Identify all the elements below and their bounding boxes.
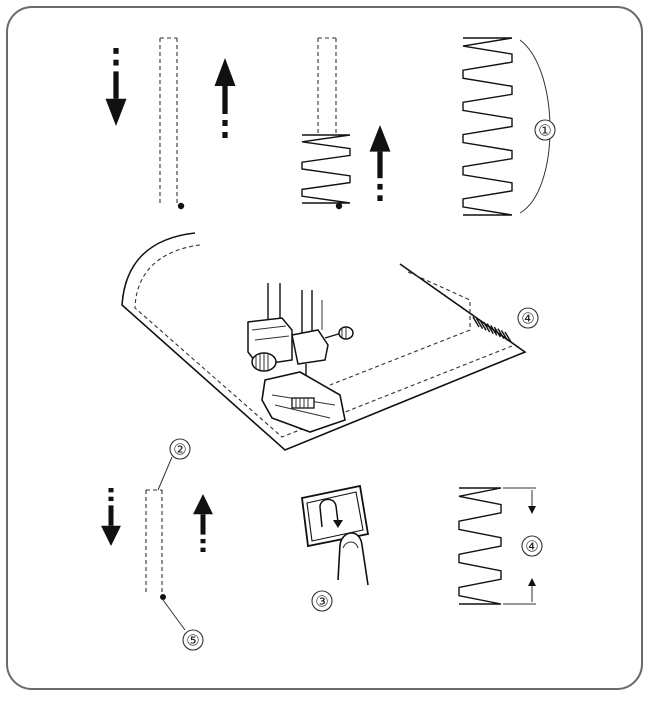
- callout-1: ①: [534, 119, 556, 141]
- svg-text:⑤: ⑤: [186, 632, 199, 650]
- bottom-straight-stitch: [145, 456, 186, 631]
- bartack-length-indicator: [503, 487, 536, 605]
- callout-4-top: ④: [517, 307, 539, 329]
- top-middle-stitch: [301, 37, 351, 210]
- svg-text:④: ④: [521, 310, 534, 328]
- top-left-straight-stitch: [159, 37, 185, 210]
- top-down-arrow-icon: [105, 48, 127, 126]
- bottom-down-arrow-icon: [101, 488, 121, 546]
- svg-text:③: ③: [315, 593, 328, 611]
- callout-3: ③: [311, 590, 333, 612]
- presser-foot-icon: [247, 283, 354, 433]
- finger-icon: [337, 532, 369, 586]
- callout-4-bottom: ④: [521, 535, 543, 557]
- svg-text:①: ①: [538, 122, 551, 140]
- bottom-bartack: [458, 487, 502, 605]
- reverse-stitch-button-icon: [301, 484, 370, 548]
- bottom-up-arrow-icon: [193, 494, 213, 552]
- fabric-bartack-stitch: [472, 316, 512, 343]
- top-middle-up-arrow-icon: [369, 125, 391, 201]
- callout-5: ⑤: [182, 629, 204, 651]
- svg-text:②: ②: [173, 441, 186, 459]
- svg-text:④: ④: [525, 538, 538, 556]
- top-up-arrow-icon: [214, 58, 236, 138]
- callout-2: ②: [169, 438, 191, 460]
